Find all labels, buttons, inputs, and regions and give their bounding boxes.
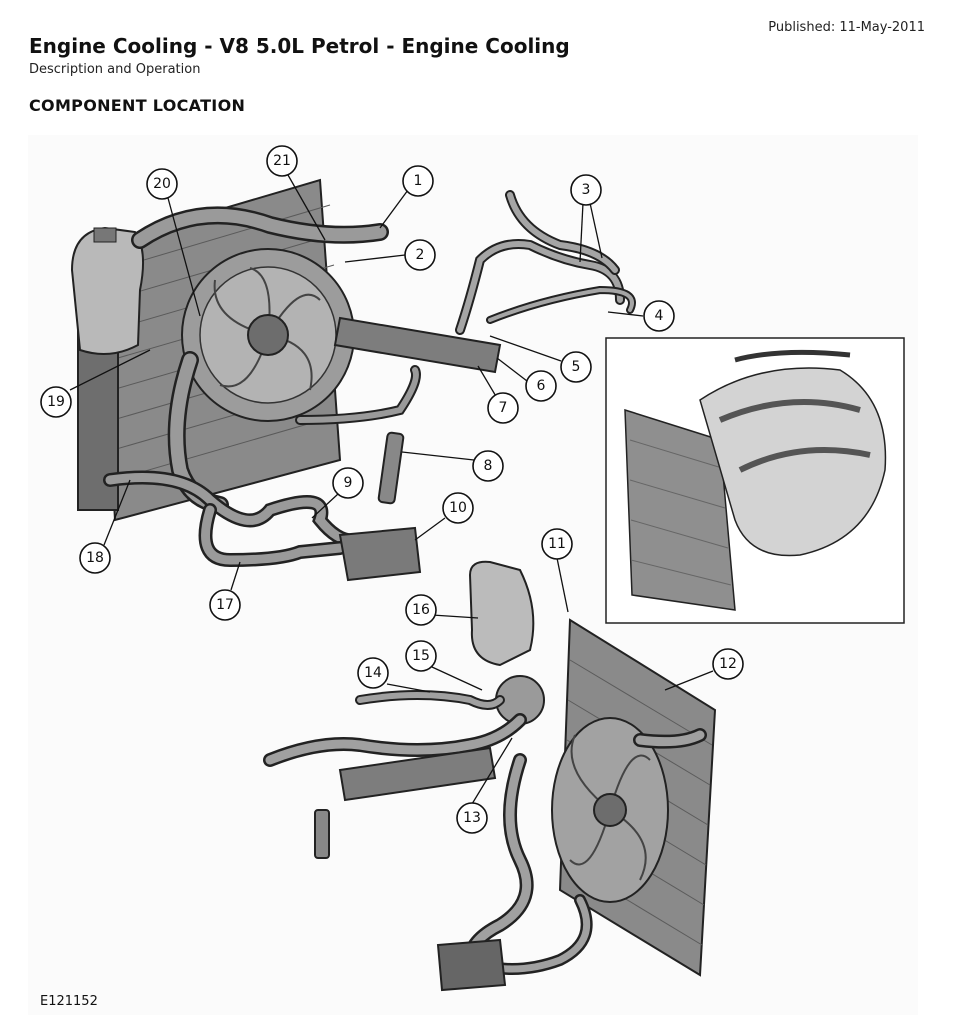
callout-16: 16 <box>405 594 437 626</box>
page-title: Engine Cooling - V8 5.0L Petrol - Engine… <box>29 34 570 58</box>
callout-1: 1 <box>402 165 434 197</box>
callout-14: 14 <box>357 657 389 689</box>
svg-text:18: 18 <box>86 550 104 566</box>
svg-text:7: 7 <box>499 400 508 416</box>
svg-text:16: 16 <box>412 602 430 618</box>
svg-text:15: 15 <box>412 648 430 664</box>
callout-19: 19 <box>40 386 72 418</box>
callout-18: 18 <box>79 542 111 574</box>
callout-8: 8 <box>472 450 504 482</box>
published-date: Published: 11-May-2011 <box>768 20 925 35</box>
callout-5: 5 <box>560 351 592 383</box>
svg-text:12: 12 <box>719 656 737 672</box>
svg-text:4: 4 <box>655 308 664 324</box>
leader-lines <box>69 174 714 805</box>
svg-text:21: 21 <box>273 153 291 169</box>
figure-id: E121152 <box>40 994 98 1009</box>
svg-text:11: 11 <box>548 536 566 552</box>
callout-17: 17 <box>209 589 241 621</box>
svg-text:14: 14 <box>364 665 382 681</box>
svg-text:9: 9 <box>344 475 353 491</box>
svg-text:17: 17 <box>216 597 234 613</box>
callout-20: 20 <box>146 168 178 200</box>
callout-4: 4 <box>643 300 675 332</box>
section-heading: COMPONENT LOCATION <box>29 96 246 115</box>
svg-text:3: 3 <box>582 182 591 198</box>
callout-3: 3 <box>570 174 602 206</box>
lower-cooling-assembly <box>263 560 717 992</box>
svg-text:13: 13 <box>463 810 481 826</box>
callout-21: 21 <box>266 145 298 177</box>
callout-11: 11 <box>541 528 573 560</box>
callout-12: 12 <box>712 648 744 680</box>
svg-text:8: 8 <box>484 458 493 474</box>
callout-13: 13 <box>456 802 488 834</box>
svg-text:20: 20 <box>153 176 171 192</box>
callout-7: 7 <box>487 392 519 424</box>
engine-inset-view <box>605 337 905 624</box>
svg-text:10: 10 <box>449 500 467 516</box>
callout-15: 15 <box>405 640 437 672</box>
svg-text:19: 19 <box>47 394 65 410</box>
component-location-figure: 1 2 3 4 5 6 7 8 9 10 11 12 13 14 15 16 1… <box>28 135 918 1015</box>
svg-text:1: 1 <box>414 173 423 189</box>
callout-2: 2 <box>404 239 436 271</box>
svg-text:2: 2 <box>416 247 425 263</box>
svg-text:6: 6 <box>537 378 546 394</box>
upper-cooling-assembly <box>70 178 636 582</box>
page-subtitle: Description and Operation <box>29 62 201 77</box>
callout-6: 6 <box>525 370 557 402</box>
callout-9: 9 <box>332 467 364 499</box>
svg-text:5: 5 <box>572 359 581 375</box>
callout-10: 10 <box>442 492 474 524</box>
